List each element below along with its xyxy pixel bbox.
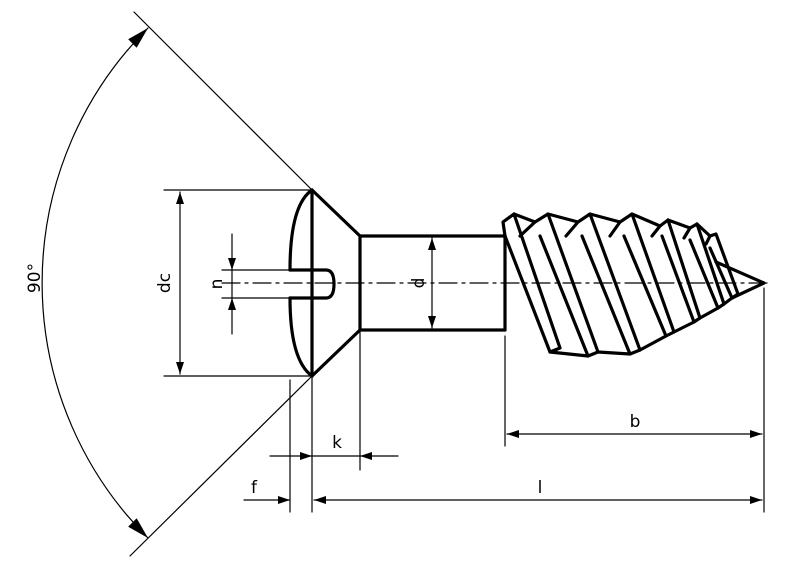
extension-lines xyxy=(129,11,765,557)
dimension-labels: 90° dc n d k b f l xyxy=(25,263,640,498)
thread-roots xyxy=(512,212,734,358)
label-angle: 90° xyxy=(25,263,45,293)
label-l: l xyxy=(538,478,543,498)
label-k: k xyxy=(332,433,342,453)
dimension-lines xyxy=(41,27,763,539)
head-dome xyxy=(288,188,314,378)
label-b: b xyxy=(630,412,641,432)
label-f: f xyxy=(251,478,258,498)
label-d: d xyxy=(409,278,429,289)
dim-angle-arc xyxy=(41,27,149,539)
label-dc: dc xyxy=(155,273,175,293)
label-n: n xyxy=(207,279,227,290)
thread-profile xyxy=(501,212,740,358)
head-slot xyxy=(288,268,336,300)
